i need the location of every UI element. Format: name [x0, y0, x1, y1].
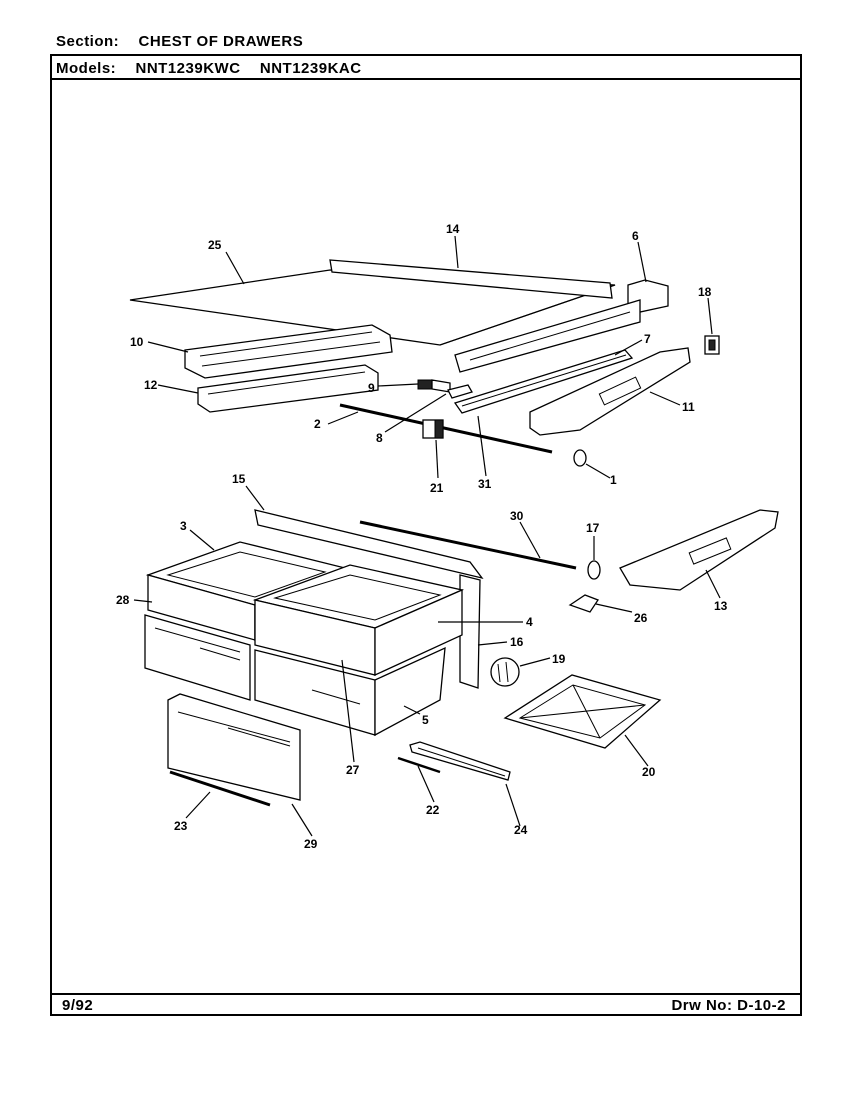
callout-29: 29: [304, 837, 318, 851]
leader-lines: [133, 235, 721, 837]
part-23-trim-strip: [169, 770, 271, 807]
callout-7: 7: [644, 332, 651, 346]
callout-23: 23: [174, 819, 188, 833]
callout-13: 13: [714, 599, 728, 613]
callout-10: 10: [130, 335, 144, 349]
part-1-clip: [573, 449, 587, 467]
part-31-slide-track: [453, 349, 634, 414]
callout-24: 24: [514, 823, 528, 837]
callout-2: 2: [314, 417, 321, 431]
models-divider: [50, 78, 802, 80]
part-26-latch: [568, 594, 599, 613]
drawing-number-value: D-10-2: [737, 997, 786, 1014]
models-heading: Models: NNT1239KWC NNT1239KAC: [56, 60, 362, 77]
part-18-bracket: [704, 335, 720, 355]
part-20-crisper-cover: [503, 674, 662, 749]
part-14-rear-strip: [329, 259, 613, 299]
diagram-frame: [50, 54, 802, 1016]
part-13-bracket: [619, 509, 779, 591]
revision-date: 9/92: [62, 997, 94, 1014]
callout-15: 15: [232, 472, 246, 486]
part-4-right-drawer: [252, 564, 465, 677]
part-12-left-lower-rail: [197, 364, 379, 413]
part-30-rod: [359, 520, 577, 570]
callout-18: 18: [698, 285, 712, 299]
part-15-rear-panel: [254, 509, 484, 580]
section-label: Section:: [56, 33, 120, 50]
part-right-upper-rail: [454, 299, 641, 373]
callout-1: 1: [610, 473, 617, 487]
part-8-pin: [447, 384, 473, 399]
part-9-clip: [417, 379, 451, 393]
callout-22: 22: [426, 803, 440, 817]
part-21-block: [422, 419, 444, 439]
part-10-left-upper-rail: [184, 324, 393, 379]
part-left-drawer-front: [144, 614, 251, 701]
callout-31: 31: [478, 477, 492, 491]
part-17-clip: [587, 560, 601, 580]
callout-6: 6: [632, 229, 639, 243]
part-16-divider-panel: [459, 574, 481, 689]
callout-20: 20: [642, 765, 656, 779]
part-29-front-panel: [167, 693, 301, 801]
part-24-slide-rail: [409, 741, 511, 781]
callout-8: 8: [376, 431, 383, 445]
callout-27: 27: [346, 763, 360, 777]
callout-19: 19: [552, 652, 566, 666]
models-label: Models:: [56, 60, 117, 77]
part-2-rod: [339, 403, 553, 454]
part-22-small-rod: [397, 756, 441, 774]
callout-25: 25: [208, 238, 222, 252]
footer-divider: [50, 993, 802, 995]
callout-21: 21: [430, 481, 444, 495]
callout-3: 3: [180, 519, 187, 533]
drawing-number: Drw No: D-10-2: [671, 997, 786, 1014]
callout-14: 14: [446, 222, 460, 236]
drawing-number-label: Drw No:: [671, 997, 733, 1014]
callout-4: 4: [526, 615, 533, 629]
callout-5: 5: [422, 713, 429, 727]
callout-26: 26: [634, 611, 648, 625]
part-11-rail-bracket: [529, 347, 691, 436]
section-heading: Section: CHEST OF DRAWERS: [56, 33, 303, 50]
callout-labels: 25 14 6 18 10 7 12 9 11 2 8 21 31 1 15 3…: [116, 222, 728, 851]
part-5-lower-drawer: [254, 646, 446, 737]
model-number-2: NNT1239KAC: [259, 60, 362, 77]
callout-28: 28: [116, 593, 130, 607]
callout-11: 11: [682, 400, 695, 414]
callout-16: 16: [510, 635, 524, 649]
callout-9: 9: [368, 381, 375, 395]
callout-12: 12: [144, 378, 158, 392]
part-19-clip: [490, 657, 520, 687]
section-value: CHEST OF DRAWERS: [138, 33, 304, 50]
model-number-1: NNT1239KWC: [135, 60, 241, 77]
callout-30: 30: [510, 509, 524, 523]
callout-17: 17: [586, 521, 600, 535]
